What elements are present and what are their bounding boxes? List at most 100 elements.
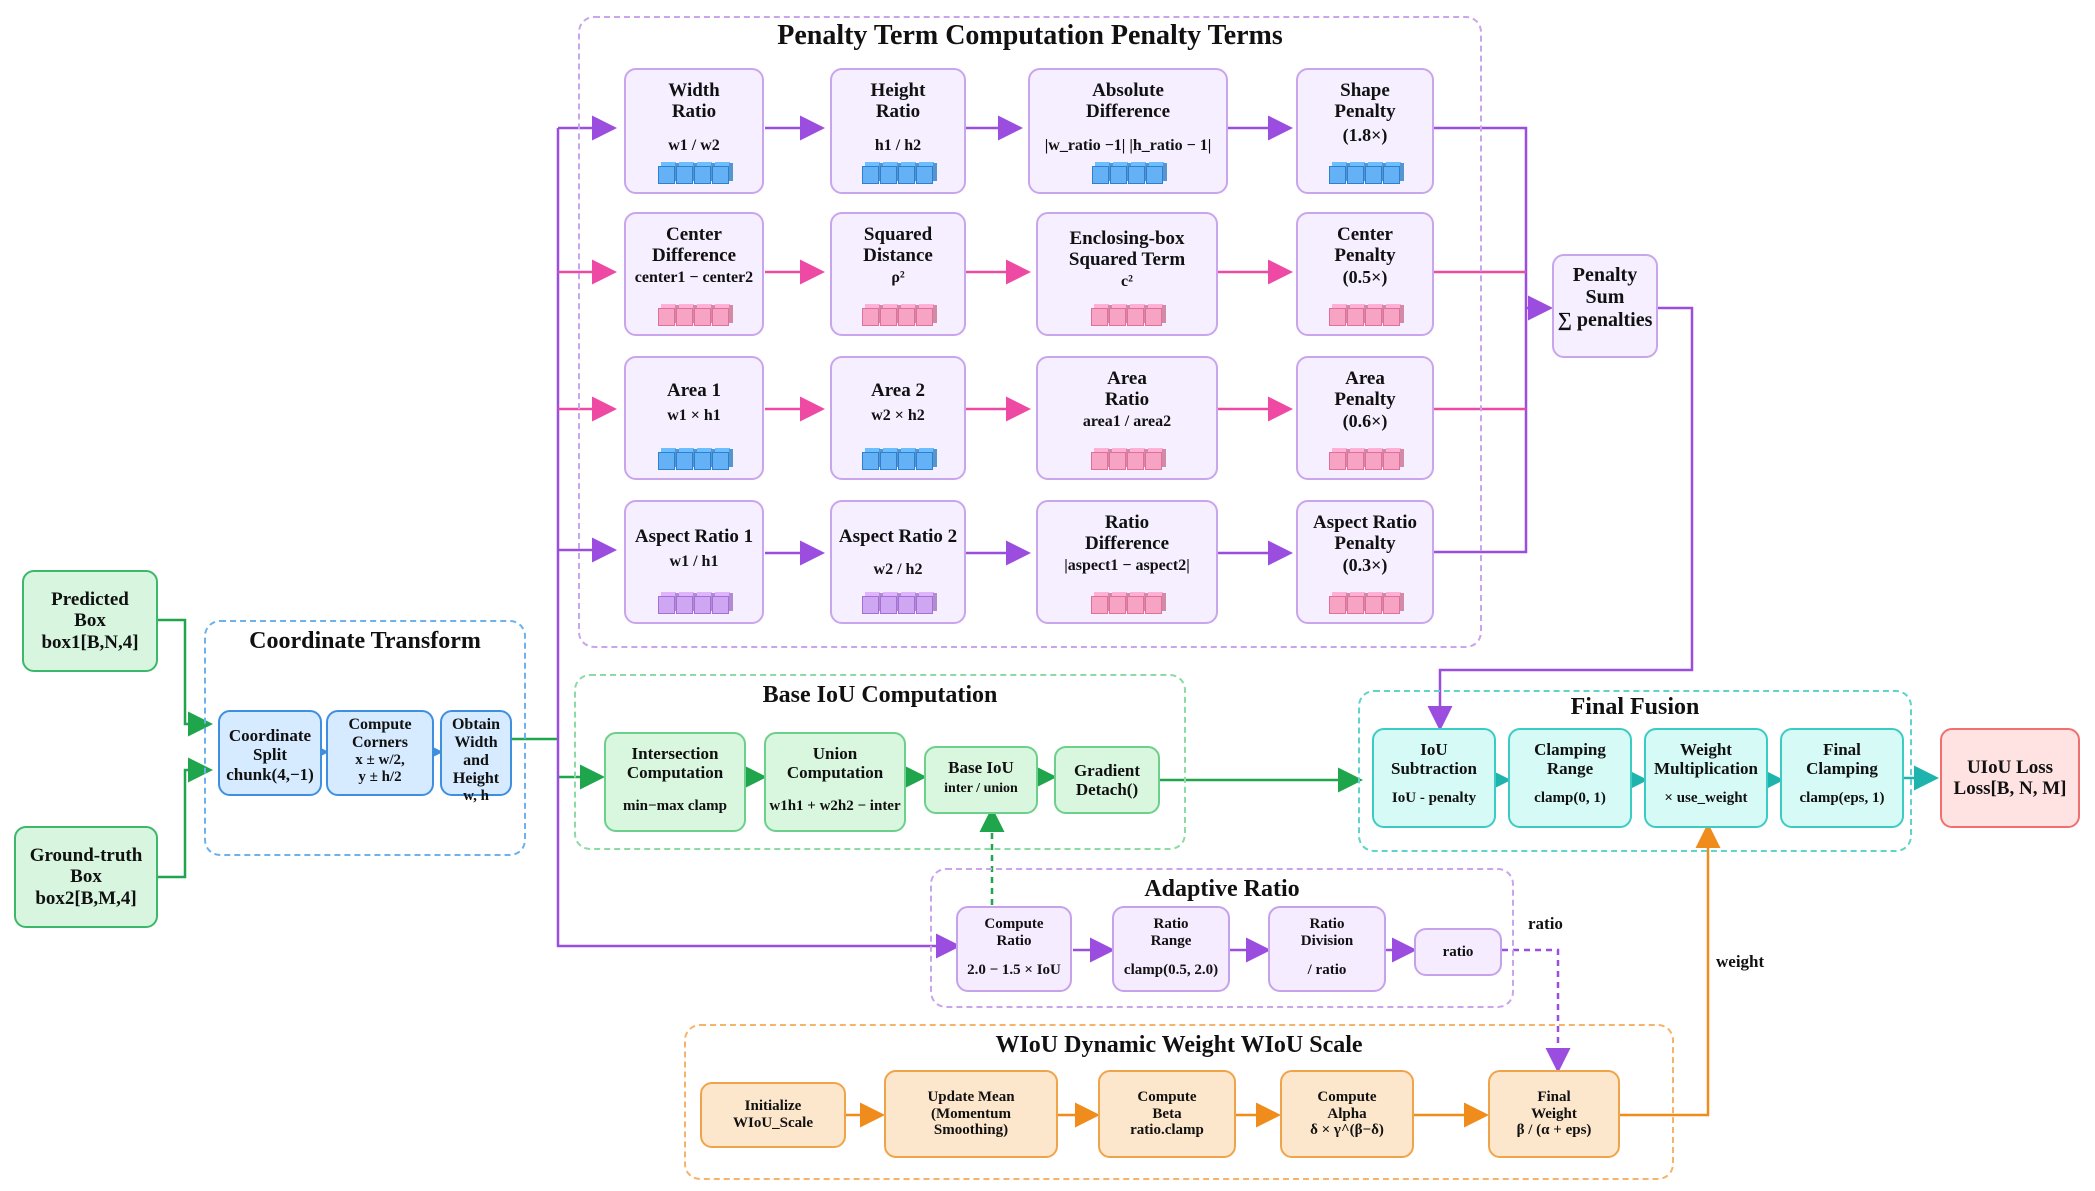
area-ratio-formula: area1 / area2 (1082, 412, 1172, 430)
width-ratio-title: Width Ratio (668, 80, 720, 123)
absolute-difference-node: Absolute Difference |w_ratio −1| |h_rati… (1028, 68, 1228, 194)
compute-beta-node: Compute Beta ratio.clamp (1098, 1070, 1236, 1158)
tensor-cubes (1092, 166, 1164, 184)
tensor-cube (1109, 596, 1126, 614)
union-formula: w1h1 + w2h2 − inter (769, 798, 901, 815)
weight-wire-label: weight (1716, 952, 1765, 971)
clamping-range-title: Clamping Range (1534, 740, 1606, 779)
penalty-group: Penalty Term Computation Penalty Terms (578, 16, 1482, 648)
ratio-division-title: Ratio Division (1300, 916, 1354, 949)
tensor-cube (1110, 166, 1127, 184)
center-penalty-node: Center Penalty (0.5×) (1296, 212, 1434, 336)
tensor-cube (1329, 308, 1346, 326)
union-title: Union Computation (786, 744, 884, 783)
tensor-cube (1146, 166, 1163, 184)
enclosing-box-formula: c² (1121, 272, 1133, 290)
penalty-group-title: Penalty Term Computation Penalty Terms (777, 20, 1283, 51)
center-penalty-title: Center Penalty (1334, 224, 1396, 267)
coord-group: Coordinate Transform (204, 620, 526, 856)
iou-subtraction-title: IoU Subtraction (1391, 740, 1477, 779)
tensor-cubes (1091, 308, 1163, 326)
aspect-ratio1-node: Aspect Ratio 1 w1 / h1 (624, 500, 764, 624)
predicted-box-input: Predicted Box box1[B,N,4] (22, 570, 158, 672)
area-penalty-title: Area Penalty (1334, 368, 1396, 411)
height-ratio-node: Height Ratio h1 / h2 (830, 68, 966, 194)
wire-ratio-to-weight (1502, 948, 1571, 1073)
aspect-ratio2-title: Aspect Ratio 2 (838, 526, 958, 547)
final-weight-node: Final Weight β / (α + eps) (1488, 1070, 1620, 1158)
area-ratio-node: Area Ratio area1 / area2 (1036, 356, 1218, 480)
enclosing-box-node: Enclosing-box Squared Term c² (1036, 212, 1218, 336)
coordinate-split-label: Coordinate Split chunk(4,−1) (226, 726, 314, 784)
tensor-cube (1347, 452, 1364, 470)
base-iou-formula: inter / union (944, 781, 1018, 797)
tensor-cube (676, 452, 693, 470)
wire-coord-to-bus (556, 128, 961, 959)
compute-beta-label: Compute Beta ratio.clamp (1130, 1088, 1204, 1139)
coord-group-title: Coordinate Transform (249, 628, 481, 654)
tensor-cube (1091, 596, 1108, 614)
predicted-box-label: Predicted Box box1[B,N,4] (41, 589, 139, 653)
uiou-loss-label: UIoU Loss Loss[B, N, M] (1953, 756, 2067, 799)
gradient-detach-title: Gradient Detach() (1073, 760, 1141, 799)
adaptive-group: Adaptive Ratio (930, 868, 1514, 1008)
area1-node: Area 1 w1 × h1 (624, 356, 764, 480)
tensor-cube (1329, 596, 1346, 614)
tensor-cube (712, 308, 729, 326)
aspect-ratio-penalty-node: Aspect Ratio Penalty (0.3×) (1296, 500, 1434, 624)
final-clamping-formula: clamp(eps, 1) (1799, 790, 1885, 807)
tensor-cube (862, 452, 879, 470)
tensor-cube (712, 596, 729, 614)
tensor-cubes (1329, 308, 1401, 326)
ground-truth-box-input: Ground-truth Box box2[B,M,4] (14, 826, 158, 928)
tensor-cubes (1329, 452, 1401, 470)
shape-penalty-title: Shape Penalty (1334, 80, 1396, 123)
final-weight-label: Final Weight β / (α + eps) (1516, 1088, 1592, 1139)
aspect-ratio2-formula: w2 / h2 (873, 561, 923, 579)
tensor-cube (880, 308, 897, 326)
penalty-sum-node: Penalty Sum ∑ penalties (1552, 254, 1658, 358)
tensor-cube (1128, 166, 1145, 184)
initialize-wiou-label: Initialize WIoU_Scale (733, 1098, 813, 1131)
shape-penalty-node: Shape Penalty (1.8×) (1296, 68, 1434, 194)
tensor-cube (1365, 596, 1382, 614)
squared-distance-title: Squared Distance (863, 224, 933, 267)
ratio-range-formula: clamp(0.5, 2.0) (1123, 961, 1219, 978)
area2-node: Area 2 w2 × h2 (830, 356, 966, 480)
wire-weight-to-fusion (1620, 823, 1721, 1117)
tensor-cube (712, 166, 729, 184)
tensor-cube (1109, 452, 1126, 470)
tensor-cube (1145, 596, 1162, 614)
wire-sum-to-fusion (1427, 306, 1694, 731)
aspect-ratio1-title: Aspect Ratio 1 (634, 526, 754, 547)
ratio-difference-title: Ratio Difference (1084, 512, 1170, 555)
base-iou-title: Base IoU (948, 758, 1014, 777)
tensor-cube (916, 452, 933, 470)
area-ratio-title: Area Ratio (1104, 368, 1150, 411)
tensor-cube (676, 596, 693, 614)
center-difference-node: Center Difference center1 − center2 (624, 212, 764, 336)
tensor-cube (676, 308, 693, 326)
area-penalty-node: Area Penalty (0.6×) (1296, 356, 1434, 480)
tensor-cube (694, 308, 711, 326)
tensor-cube (898, 308, 915, 326)
tensor-cube (694, 166, 711, 184)
compute-corners-title: Compute Corners (348, 716, 412, 751)
compute-ratio-title: Compute Ratio (984, 916, 1044, 949)
tensor-cube (1329, 452, 1346, 470)
intersection-node: Intersection Computation min−max clamp (604, 732, 746, 832)
center-difference-formula: center1 − center2 (634, 268, 754, 286)
uiou-loss-output: UIoU Loss Loss[B, N, M] (1940, 728, 2080, 828)
tensor-cube (916, 308, 933, 326)
ratio-division-formula: / ratio (1307, 961, 1347, 978)
width-height-node: Obtain Width and Height w, h (440, 710, 512, 804)
tensor-cube (1127, 596, 1144, 614)
tensor-cube (1109, 308, 1126, 326)
tensor-cubes (862, 308, 934, 326)
tensor-cube (1383, 596, 1400, 614)
ratio-node: ratio (1414, 928, 1502, 976)
adaptive-group-title: Adaptive Ratio (1144, 876, 1300, 902)
tensor-cube (1329, 166, 1346, 184)
tensor-cube (658, 452, 675, 470)
